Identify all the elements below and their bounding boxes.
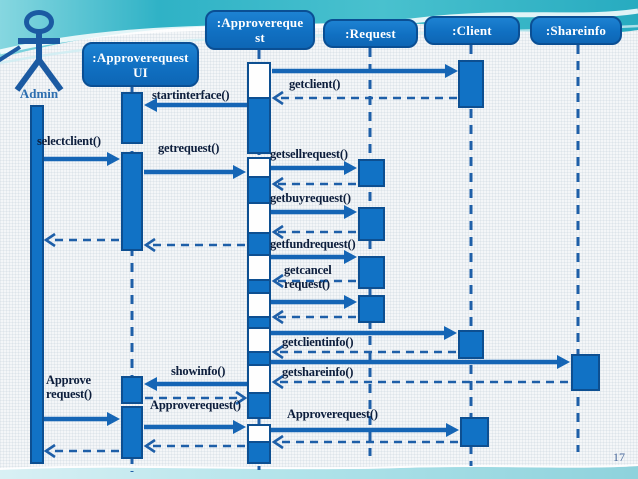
page-number: 17 — [613, 450, 625, 464]
arrowhead-approverequest-admin-call — [107, 412, 120, 426]
arrowhead-getsellrequest-call — [344, 161, 357, 175]
activation-ar-segment-4 — [247, 176, 271, 204]
arrowhead-getclientinfo-call — [444, 326, 457, 340]
activation-ar-segment-11 — [247, 327, 271, 353]
arrowhead-selectclient-return — [43, 232, 56, 248]
activation-ar-segment-16 — [247, 441, 271, 464]
arrowhead-approverequest-client-call — [446, 423, 459, 437]
actor-label: Admin — [19, 86, 59, 101]
bottom-wave-decoration — [0, 464, 638, 479]
arrowhead-getbuyrequest-call — [344, 205, 357, 219]
activation-admin-activation — [30, 105, 44, 464]
activation-ar-segment-14 — [247, 392, 271, 419]
arrowhead-getsellrequest-return — [271, 176, 284, 192]
actor-leg-left — [14, 58, 42, 92]
activation-client-activation-1 — [458, 60, 484, 108]
activation-ar-segment-10 — [247, 316, 271, 329]
arrowhead-getfundrequest-return — [271, 273, 284, 289]
activation-client-activation-2 — [458, 330, 484, 359]
activation-ar-segment-3 — [247, 157, 271, 178]
activation-ar-segment-7 — [247, 254, 271, 281]
activation-ui-activation-4 — [121, 406, 143, 459]
arrowhead-showinfo-return — [235, 390, 248, 406]
activation-ar-segment-1 — [247, 62, 271, 99]
actor-head — [24, 10, 54, 34]
activation-ar-segment-9 — [247, 292, 271, 318]
activation-request-activation-4 — [358, 295, 385, 323]
activation-ar-segment-2 — [247, 97, 271, 154]
activation-ar-segment-6 — [247, 232, 271, 256]
decorative-stroke — [0, 45, 22, 63]
arrowhead-getrequest-call — [233, 165, 246, 179]
actor-leg-right — [36, 58, 64, 92]
arrowhead-showinfo-call — [144, 377, 157, 391]
arrowhead-getclientinfo-return — [271, 344, 284, 360]
activation-shareinfo-activation-1 — [571, 354, 600, 391]
arrowhead-selectclient-call — [107, 152, 120, 166]
activation-request-activation-2 — [358, 207, 385, 241]
arrowhead-getclient-call — [445, 64, 458, 78]
arrowhead-approverequest-ui-return — [143, 438, 156, 454]
activation-ar-segment-5 — [247, 202, 271, 234]
arrowhead-getclient-return — [271, 90, 284, 106]
arrowhead-getshareinfo-return — [271, 374, 284, 390]
activation-ui-activation-2 — [121, 152, 143, 251]
arrowhead-final-admin-return — [43, 443, 56, 459]
bottom-wave-shape — [0, 466, 638, 479]
actor-figure — [14, 10, 64, 92]
activation-ui-activation-1 — [121, 92, 143, 144]
arrowhead-getshareinfo-call — [557, 355, 570, 369]
activation-ar-segment-12 — [247, 351, 271, 366]
activation-ar-segment-15 — [247, 424, 271, 443]
bottom-wave-highlight — [0, 464, 638, 470]
arrowhead-getfundrequest-call — [344, 250, 357, 264]
activation-client-activation-3 — [460, 417, 489, 447]
arrowhead-approverequest-client-return — [271, 434, 284, 450]
activation-request-activation-1 — [358, 159, 385, 187]
arrowhead-startinterface-call — [144, 98, 157, 112]
arrowhead-getcancelrequest-return — [271, 309, 284, 325]
arrowhead-getcancelrequest-call — [344, 295, 357, 309]
activation-ar-segment-8 — [247, 279, 271, 294]
arrowhead-getrequest-return — [143, 237, 156, 253]
activation-ui-activation-3 — [121, 376, 143, 404]
arrowhead-getbuyrequest-return — [271, 224, 284, 240]
arrowhead-approverequest-ui-call — [233, 420, 246, 434]
activation-ar-segment-13 — [247, 364, 271, 394]
activation-request-activation-3 — [358, 256, 385, 289]
